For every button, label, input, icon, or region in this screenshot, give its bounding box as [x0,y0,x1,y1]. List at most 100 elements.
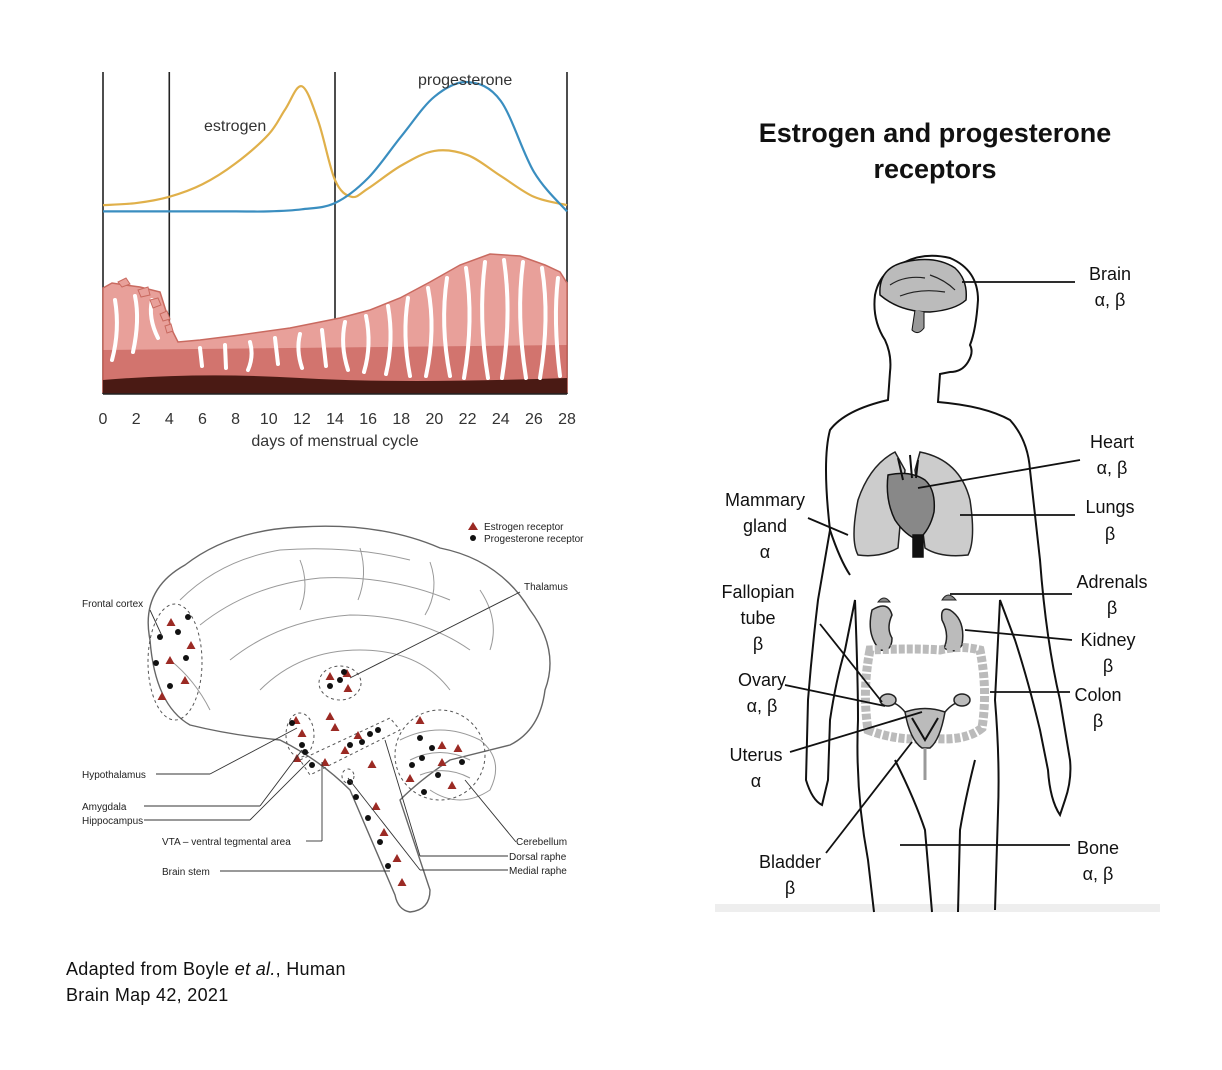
estrogen-receptor-marker [320,758,330,766]
x-tick-label: 20 [426,411,444,428]
x-tick-label: 24 [492,411,510,428]
shedding-fragments [117,277,174,334]
endometrium-base [103,375,567,394]
brain-stem-label: Brain stem [162,867,210,878]
brain-receptor-map: Estrogen receptor Progesterone receptor … [82,522,584,913]
estrogen-receptor-marker [447,781,457,789]
progesterone-receptor-marker [347,742,353,748]
ovary-label: Ovary [738,670,786,690]
uterine-glands [110,258,562,380]
estrogen-receptor-marker [343,684,353,692]
heart-label: Heart [1090,432,1134,452]
progesterone-receptor-marker [302,749,308,755]
brain-label: Brain [1089,264,1131,284]
bone-label: Bone [1077,838,1119,858]
bladder-label: Bladder [759,852,821,872]
uterus-receptors: α [751,771,761,791]
x-tick-label: 2 [132,411,141,428]
estrogen-receptor-marker [367,760,377,768]
dorsal-raphe-label: Dorsal raphe [509,852,567,863]
hypothalamus-region [285,712,315,758]
frontal-cortex-label: Frontal cortex [82,599,143,610]
leader-lines [784,281,1081,854]
colon-label: Colon [1074,685,1121,705]
estrogen-receptor-marker [330,723,340,731]
estrogen-receptor-marker [353,731,363,739]
kidneys-organ [869,605,964,652]
citation-line-2: Brain Map 42, 2021 [66,985,229,1005]
kidney-receptors: β [1103,656,1113,676]
brain-receptors: α, β [1095,290,1126,310]
estrogen-receptor-marker [397,878,407,886]
estrogen-receptor-marker [180,676,190,684]
progesterone-receptor-marker [175,629,181,635]
x-tick-label: 28 [558,411,576,428]
progesterone-receptor-marker [409,762,415,768]
lungs-label: Lungs [1085,497,1134,517]
hippocampus-label: Hippocampus [82,816,143,827]
x-tick-label: 16 [359,411,377,428]
legend-progesterone-marker [470,535,476,541]
medial-raphe-label: Medial raphe [509,866,567,877]
body-outline [804,254,1072,913]
x-tick-label: 14 [326,411,344,428]
progesterone-receptor-marker [377,839,383,845]
estrogen-receptor-marker [186,641,196,649]
estrogen-receptor-marker [405,774,415,782]
heart-receptors: α, β [1097,458,1128,478]
mammary-label-1: Mammary [725,490,805,510]
estrogen-receptor-marker [325,672,335,680]
brain-regions [147,603,486,801]
progesterone-receptor-marker [157,634,163,640]
citation: Adapted from Boyle et al., Human Brain M… [66,956,346,1008]
legend-progesterone-label: Progesterone receptor [484,534,584,545]
ovary-receptors: α, β [747,696,778,716]
colon-receptors: β [1093,711,1103,731]
progesterone-receptor-marker [337,677,343,683]
mammary-receptors: α [760,542,770,562]
progesterone-receptor-marker [359,739,365,745]
brain-gyri [169,547,497,801]
progesterone-receptor-marker [429,745,435,751]
adrenals-label: Adrenals [1076,572,1147,592]
progesterone-receptor-marker [375,727,381,733]
x-tick-label: 12 [293,411,311,428]
progesterone-receptor-marker [347,779,353,785]
x-tick-label: 0 [99,411,108,428]
progesterone-receptor-marker [459,759,465,765]
hormone-curves [102,80,568,213]
progesterone-receptor-marker [353,794,359,800]
uterus-label: Uterus [729,745,782,765]
hypothalamus-label: Hypothalamus [82,770,146,781]
legend-estrogen-marker [468,522,478,530]
brain-organ [879,258,968,334]
vta-label: VTA – ventral tegmental area [162,837,291,848]
estrogen-label: estrogen [204,118,266,135]
progesterone-receptor-marker [367,731,373,737]
cerebellum-region [394,709,486,801]
brainstem-region [341,768,355,784]
ovary-right [953,693,971,707]
x-tick-label: 6 [198,411,207,428]
progesterone-receptor-marker [299,742,305,748]
progesterone-label: progesterone [418,72,512,89]
progesterone-receptor-marker [153,660,159,666]
receptor-markers [153,614,465,886]
adrenals-organ [876,594,958,603]
x-tick-label: 18 [392,411,410,428]
estrogen-receptor-marker [325,712,335,720]
thalamus-region [318,665,362,701]
estrogen-receptor-marker [437,758,447,766]
estrogen-receptor-marker [371,802,381,810]
progesterone-receptor-marker [421,789,427,795]
estrogen-receptor-marker [342,669,352,677]
estrogen-receptor-marker [340,746,350,754]
receptors-title: Estrogen and progesterone receptors [758,118,1112,184]
progesterone-receptor-marker [183,655,189,661]
progesterone-receptor-marker [385,863,391,869]
estrogen-receptor-marker [165,656,175,664]
progesterone-receptor-marker [309,762,315,768]
cerebellum-label: Cerebellum [516,837,567,848]
